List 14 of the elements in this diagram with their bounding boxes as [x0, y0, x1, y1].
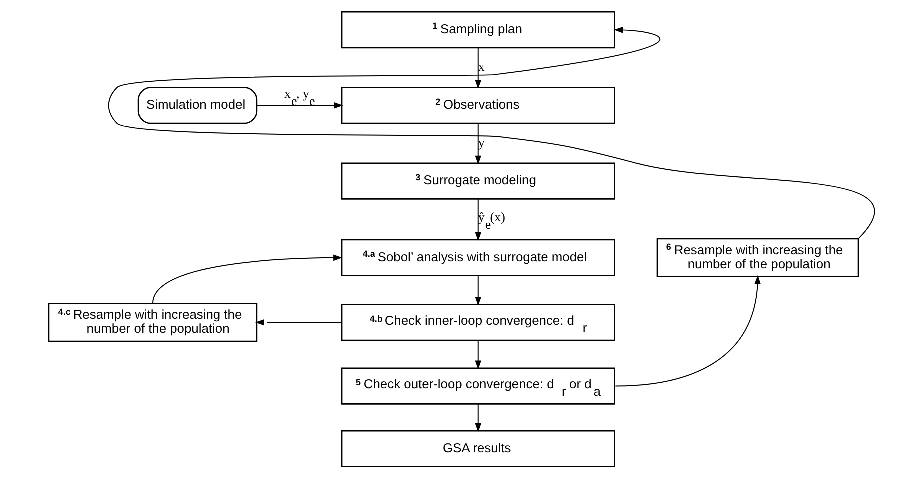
arrow [256, 102, 343, 109]
node-box: 3 Surrogate modeling [340, 162, 615, 200]
node-box: 1 Sampling plan [340, 11, 615, 49]
node-box: Simulation model [137, 87, 258, 124]
node-box: 2 Observations [340, 87, 615, 124]
node-box: 6 Resample with increasing the number of the population [656, 238, 859, 278]
arrow [474, 340, 482, 370]
arrow [152, 254, 342, 304]
arrow [474, 404, 482, 432]
arrow [614, 275, 760, 387]
arrow [254, 319, 342, 326]
node-box: GSA results [340, 430, 615, 468]
arrow [474, 276, 482, 306]
arrow [108, 27, 875, 240]
